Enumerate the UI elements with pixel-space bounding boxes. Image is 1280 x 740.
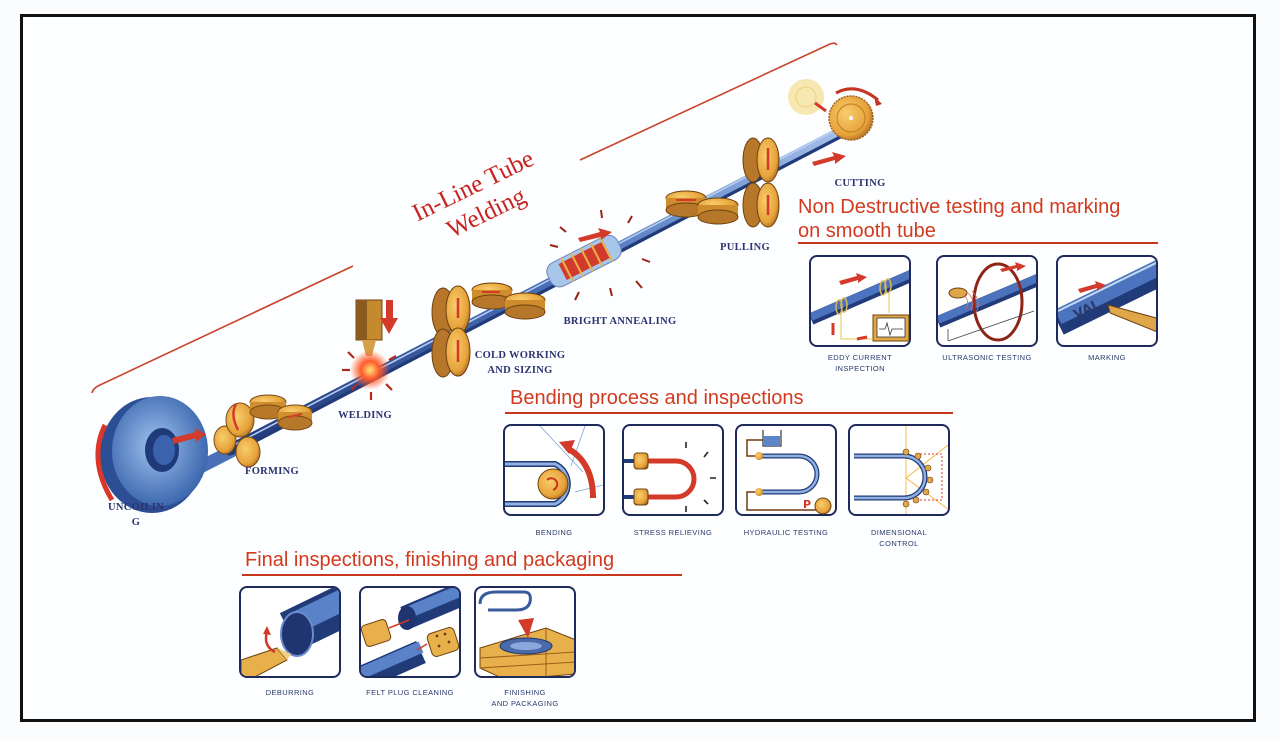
eddy-current-icon bbox=[811, 270, 909, 342]
forming-rollers-icon bbox=[213, 394, 313, 468]
panel-marking: VAL bbox=[1056, 255, 1158, 347]
panel-hydraulic-testing: P bbox=[735, 424, 837, 516]
panel-label-marking: MARKING bbox=[1088, 353, 1126, 362]
svg-text:P: P bbox=[803, 498, 811, 511]
section-title-ndt: Non Destructive testing and marking on s… bbox=[798, 196, 1121, 242]
panel-bending bbox=[503, 424, 605, 516]
panel-label-felt-plug-cleaning: FELT PLUG CLEANING bbox=[366, 688, 454, 697]
welding-torch-icon bbox=[342, 299, 398, 400]
felt-plug-icon bbox=[361, 588, 459, 676]
deburring-icon bbox=[241, 588, 339, 676]
stage-label-forming: FORMING bbox=[244, 466, 299, 477]
panel-ultrasonic bbox=[936, 255, 1038, 347]
stress-relieving-icon bbox=[624, 442, 716, 512]
packaging-icon bbox=[478, 590, 574, 676]
hydraulic-testing-icon: P bbox=[746, 430, 832, 514]
section-rule-bending bbox=[505, 412, 953, 414]
section-rule-ndt bbox=[798, 242, 1158, 244]
bending-icon bbox=[505, 426, 603, 507]
section-rule-final bbox=[242, 574, 682, 576]
annealing-furnace-icon bbox=[546, 209, 651, 301]
panel-finishing-packaging bbox=[474, 586, 576, 678]
panel-label-ultrasonic: ULTRASONIC TESTING bbox=[942, 353, 1032, 362]
stage-label-welding: WELDING bbox=[337, 410, 393, 421]
bracket-line-left bbox=[91, 265, 354, 394]
panel-felt-plug-cleaning bbox=[359, 586, 461, 678]
ultrasonic-icon bbox=[938, 262, 1036, 342]
panel-label-deburring: DEBURRING bbox=[265, 688, 315, 697]
dimensional-control-icon bbox=[854, 426, 948, 514]
section-title-bending: Bending process and inspections bbox=[510, 387, 804, 409]
stage-label-pulling: PULLING bbox=[720, 242, 770, 253]
panel-label-stress-relieving: STRESS RELIEVING bbox=[633, 528, 713, 537]
coil-icon bbox=[95, 396, 208, 513]
cutting-saw-icon bbox=[788, 79, 882, 166]
panel-dimensional-control bbox=[848, 424, 950, 516]
marking-icon: VAL bbox=[1058, 260, 1156, 335]
pulling-rollers-icon bbox=[665, 137, 780, 228]
stage-label-cutting: CUTTING bbox=[834, 178, 886, 189]
bracket-line-right bbox=[579, 42, 838, 161]
diagram-frame bbox=[20, 14, 1256, 722]
panel-eddy-current bbox=[809, 255, 911, 347]
section-title-final: Final inspections, finishing and packagi… bbox=[245, 549, 615, 571]
panel-deburring bbox=[239, 586, 341, 678]
panel-stress-relieving bbox=[622, 424, 724, 516]
panel-label-bending: BENDING bbox=[535, 528, 573, 537]
cold-working-rollers-icon bbox=[431, 282, 546, 378]
stage-label-bright-annealing: BRIGHT ANNEALING bbox=[563, 316, 677, 327]
panel-label-hydraulic-testing: HYDRAULIC TESTING bbox=[743, 528, 829, 537]
